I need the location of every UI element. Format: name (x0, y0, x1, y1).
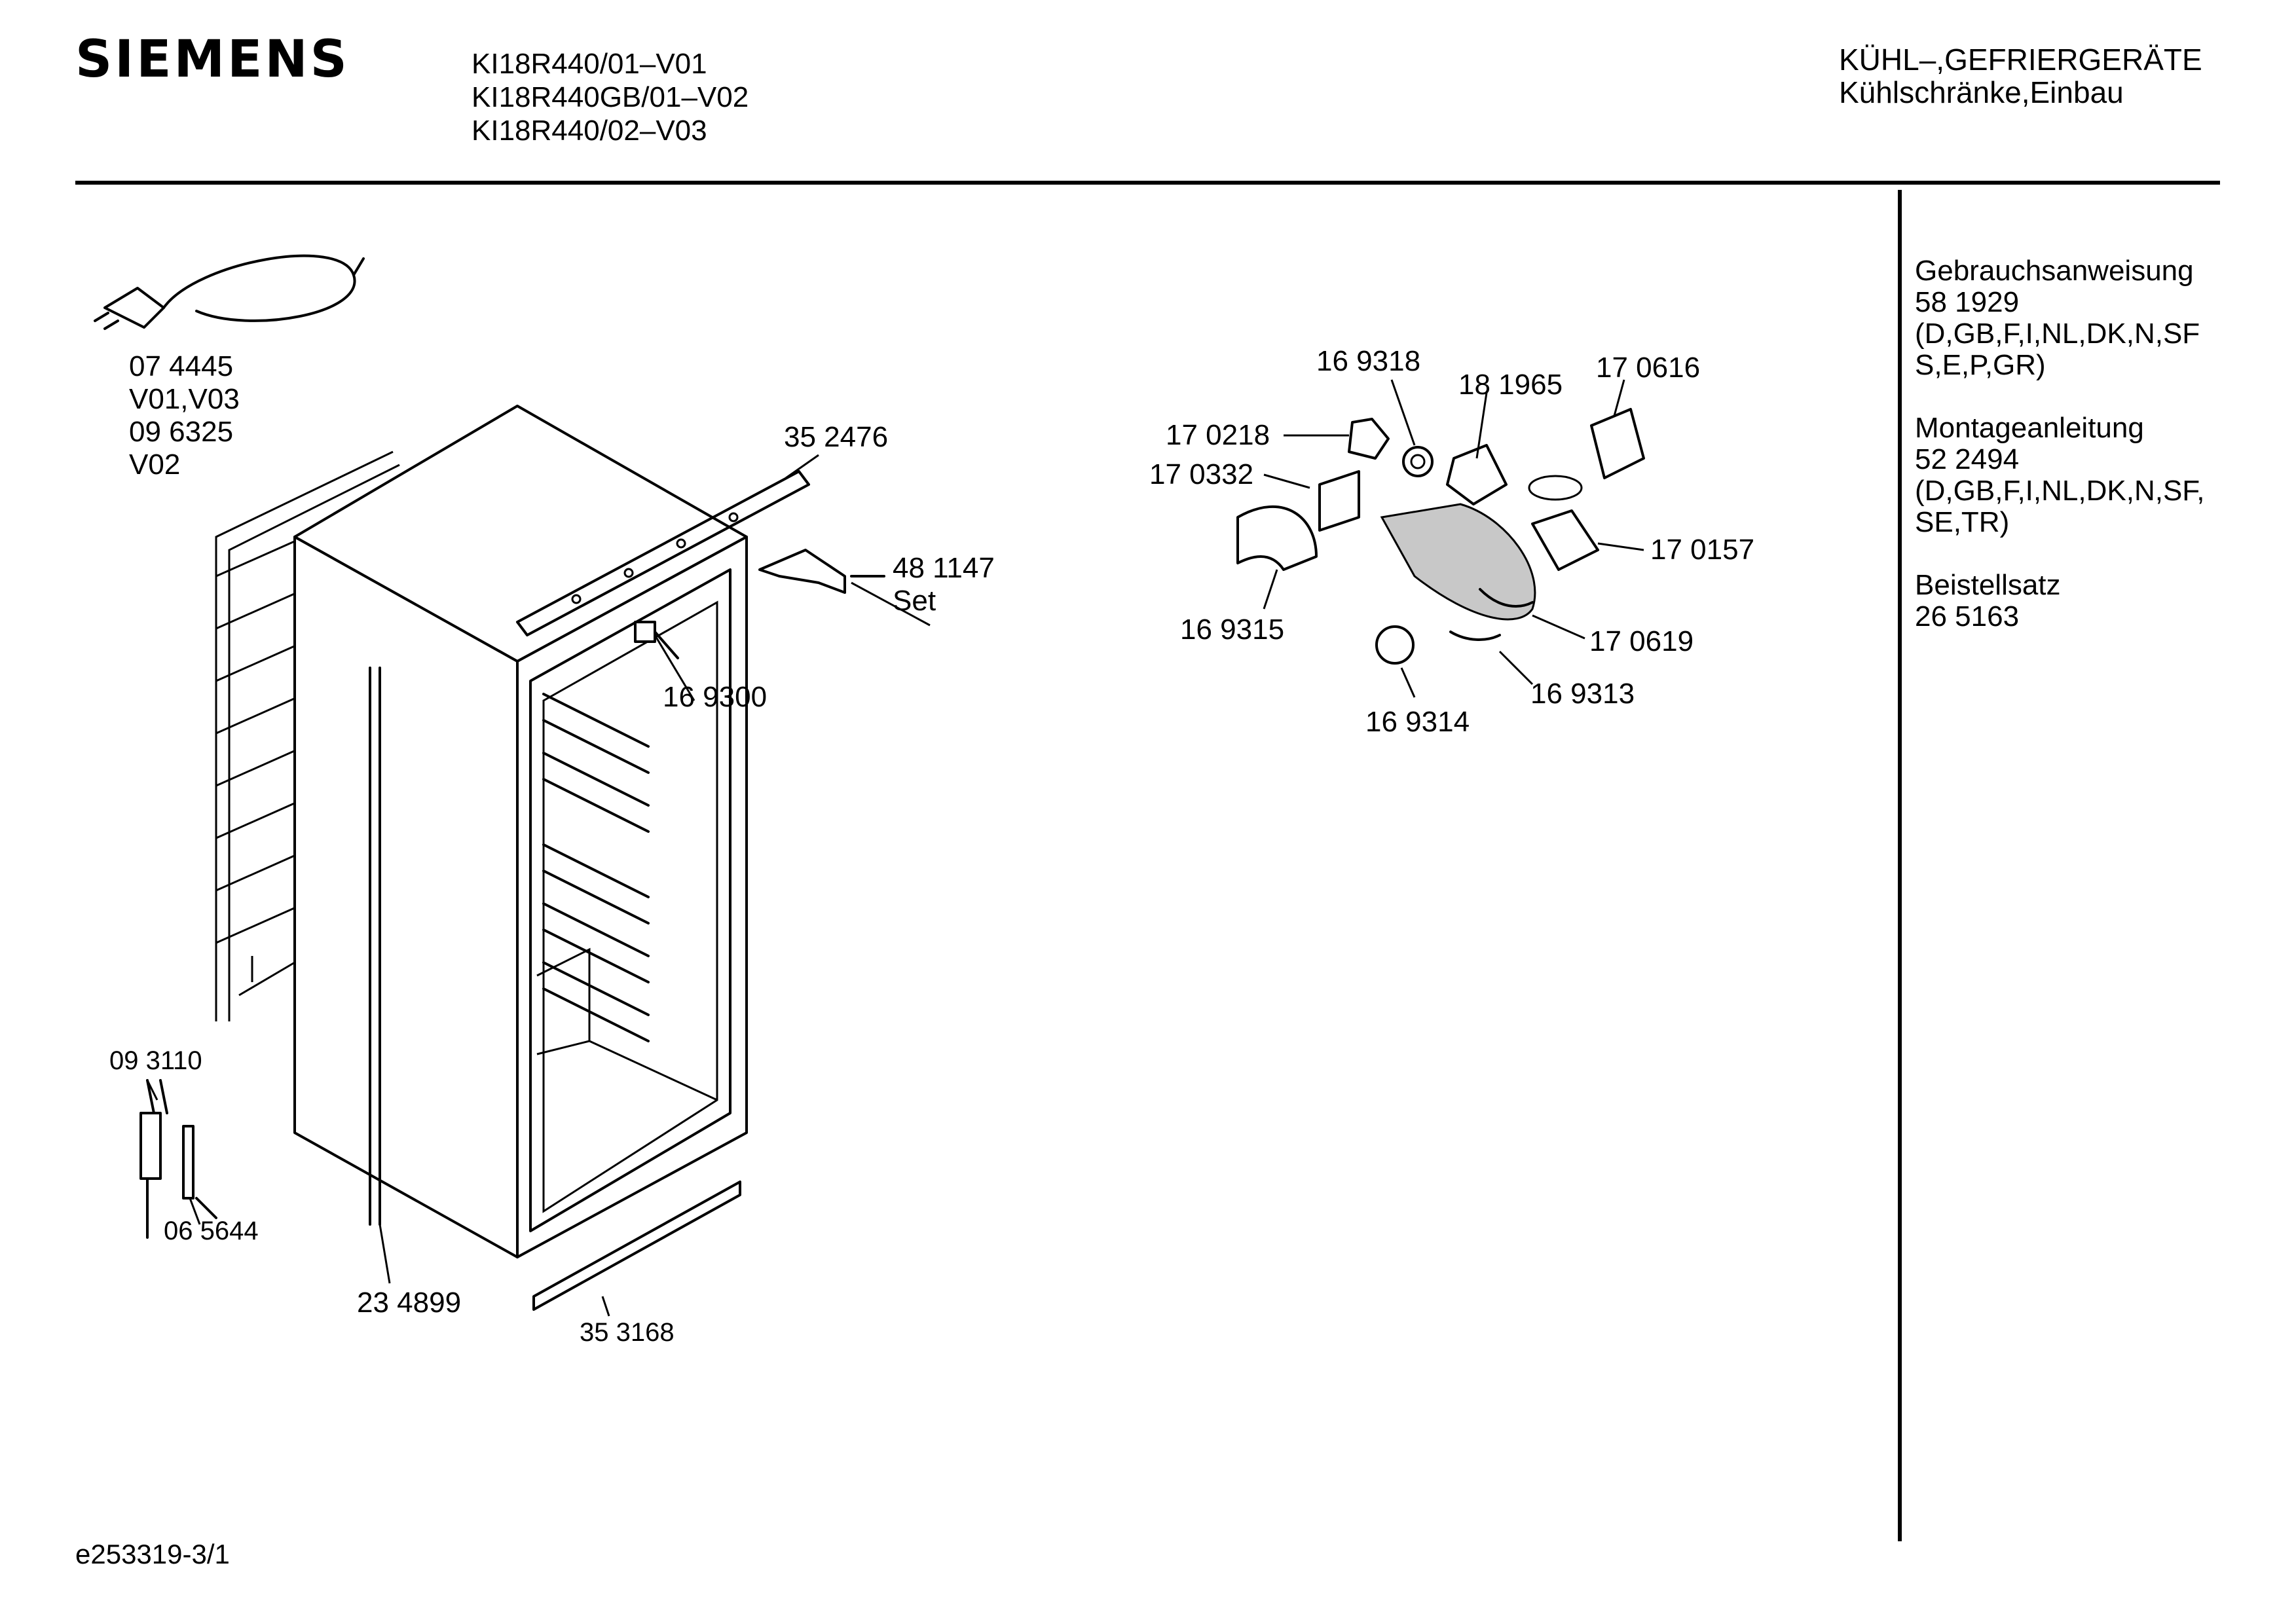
part-label-lamp-socket-ring: 16 9318 (1316, 345, 1421, 377)
drawing-reference: e253319-3/1 (75, 1539, 230, 1569)
part-label-lamp-holder: 18 1965 (1458, 369, 1563, 401)
doc-languages: S,E,P,GR) (1915, 349, 2046, 381)
doc-kit: Beistellsatz 26 5163 (1915, 570, 2205, 632)
lamp-assembly-illustration (1236, 408, 1645, 665)
variant-label: V02 (129, 449, 181, 481)
doc-number: 52 2494 (1915, 443, 2020, 475)
variant-label: V01,V03 (129, 383, 240, 415)
part-label-lamp-cover: 17 0332 (1149, 458, 1254, 490)
brand-logo: SIEMENS (75, 30, 350, 89)
leader-lines (146, 379, 1644, 1317)
power-cord-illustration (94, 254, 365, 330)
part-label-door-seal: 23 4899 (357, 1287, 462, 1319)
doc-languages: (D,GB,F,I,NL,DK,N,SF, (1915, 475, 2205, 507)
doc-title: Beistellsatz (1915, 569, 2061, 601)
part-label-light-shade: 16 9315 (1180, 614, 1285, 646)
part-label-sensor: 09 3110 (109, 1046, 202, 1075)
doc-number: 58 1929 (1915, 286, 2020, 318)
thermostat-knob-illustration (634, 621, 679, 659)
doc-installation: Montageanleitung 52 2494 (D,GB,F,I,NL,DK… (1915, 412, 2205, 538)
part-label-lamp-bulb: 17 0218 (1166, 419, 1270, 451)
model-number: KI18R440GB/01–V02 (472, 81, 749, 113)
cabinet-illustration (293, 405, 810, 1258)
lamp-bulb (1348, 418, 1390, 460)
doc-title: Montageanleitung (1915, 412, 2144, 444)
doc-number: 26 5163 (1915, 600, 2020, 632)
product-category: KÜHL–,GEFRIERGERÄTE Kühlschränke,Einbau (1839, 43, 2202, 109)
part-label-power-cord-alt: 09 6325 (129, 416, 234, 448)
documentation-panel: Gebrauchsanweisung 58 1929 (D,GB,F,I,NL,… (1915, 255, 2205, 664)
category-line: Kühlschränke,Einbau (1839, 75, 2124, 109)
part-label-thermostat: 17 0157 (1650, 534, 1755, 566)
model-number: KI18R440/02–V03 (472, 115, 707, 147)
part-label-sensor-tube: 06 5644 (164, 1217, 259, 1245)
doc-user-manual: Gebrauchsanweisung 58 1929 (D,GB,F,I,NL,… (1915, 255, 2205, 381)
model-list: KI18R440/01–V01 KI18R440GB/01–V02 KI18R4… (472, 47, 749, 147)
category-line: KÜHL–,GEFRIERGERÄTE (1839, 43, 2202, 77)
part-label-switch: 17 0616 (1596, 352, 1701, 384)
temperature-sensor-illustration (139, 1079, 217, 1239)
header-divider (75, 181, 2220, 185)
part-label-hinge-rail: 35 2476 (784, 421, 889, 453)
part-label-hinge-set: 48 1147 (893, 552, 995, 584)
hinge-bracket-illustration (758, 549, 885, 594)
bottom-strip-illustration (532, 1181, 741, 1311)
part-label-bottom-strip: 35 3168 (580, 1318, 675, 1347)
doc-title: Gebrauchsanweisung (1915, 255, 2194, 287)
set-label: Set (893, 585, 936, 617)
part-label-housing: 17 0619 (1589, 625, 1694, 657)
part-label-knob-cap: 16 9314 (1365, 706, 1470, 738)
model-number: KI18R440/01–V01 (472, 48, 707, 80)
part-label-indicator: 16 9313 (1530, 678, 1635, 710)
sidebar-divider (1898, 190, 1902, 1541)
part-label-power-cord: 07 4445 (129, 350, 234, 382)
part-label-knob: 16 9300 (663, 681, 768, 713)
doc-languages: SE,TR) (1915, 506, 2010, 538)
doc-languages: (D,GB,F,I,NL,DK,N,SF (1915, 318, 2200, 350)
